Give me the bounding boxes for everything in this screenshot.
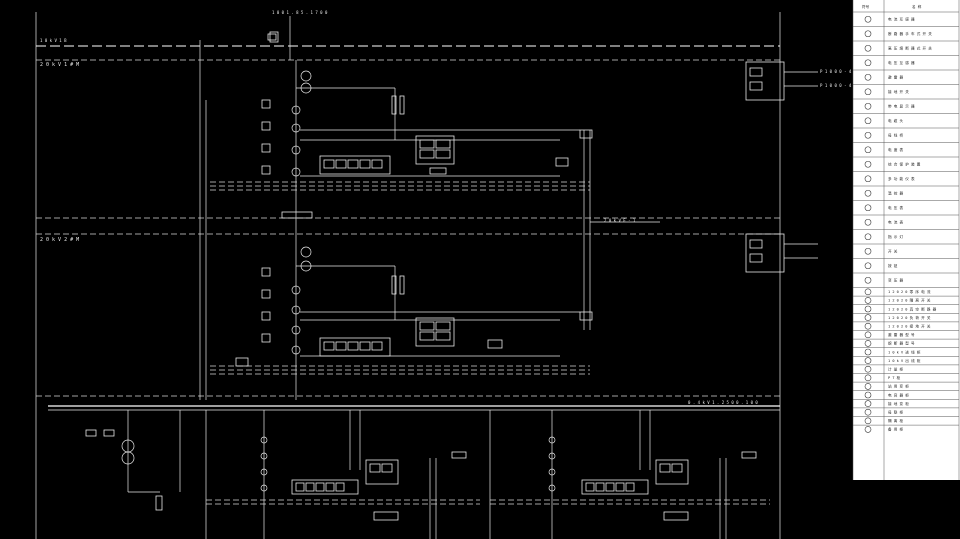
legend-background [853,0,960,480]
legend-row-label: 1 2 0 2 0 真 空 断 路 器 [888,306,937,311]
mid-tag-label: 2 0 k V E - 1 [604,218,636,223]
legend-symbol-icon [864,30,872,38]
legend-symbol-icon [864,348,872,356]
legend-row-label: 电 容 器 柜 [888,392,909,397]
legend-symbol-icon [864,59,872,67]
section-a-label: 2 0 k V 1 # M [40,62,79,68]
legend-row-label: 避 雷 器 型 号 [888,332,915,337]
legend-row-label: 1 2 0 2 0 负 荷 开 关 [888,315,931,320]
legend-symbol-icon [864,73,872,81]
legend-row-label: 1 2 0 2 0 接 地 开 关 [888,324,931,329]
legend-symbol-icon [864,218,872,226]
legend-row-label: 站 用 变 柜 [888,384,909,389]
lower-bus-label: 0 . 4 k V 1 . 2 5 0 0 . 1 0 0 [688,400,758,405]
legend-row-label: 按 钮 [888,263,898,268]
legend-row-label: 电 流 表 [888,220,904,225]
legend-row-label: 1 0 k V 进 线 柜 [888,349,921,354]
legend-symbol-icon [864,262,872,270]
legend-symbol-icon [864,204,872,212]
legend-header-symbol: 符号 [862,4,870,9]
legend-symbol-icon [864,88,872,96]
right-transformer-box-b [745,233,785,273]
bus-left-label: 1 0 k V 1 B [40,38,67,43]
legend-symbol-icon [864,400,872,407]
legend-symbol-icon [864,417,872,425]
legend-row-label: 电 流 互 感 器 [888,17,915,22]
legend-symbol-icon [864,322,872,330]
legend-header-name: 名 称 [912,4,922,9]
legend-row-label: 温 控 器 [888,191,904,196]
legend-row-label: 综 合 保 护 装 置 [888,162,921,167]
legend-symbol-icon [864,102,872,110]
legend-row-label: 母 线 桥 [888,133,904,138]
incoming-switch [269,31,279,43]
legend-rows: 电 流 互 感 器断 路 器 手 车 式 开 关高 压 熔 断 器 式 开 关电… [853,11,959,433]
legend-symbol-icon [864,408,872,416]
legend-symbol-icon [864,288,872,296]
legend-symbol-icon [864,146,872,154]
legend-symbol-icon [864,297,872,304]
right-box-b-inner [749,239,763,249]
legend-symbol-icon [864,233,872,241]
legend-row-label: 备 用 柜 [888,427,904,432]
legend-row-label: 指 示 灯 [888,234,904,239]
lower-feeder-group-1 [205,410,480,539]
legend-symbol-icon [864,44,872,52]
legend-symbol-icon [864,276,872,284]
legend-symbol-icon [864,305,872,313]
section-b-feeders [210,246,593,375]
title-top-label: 1 0 0 1 . 8 5 . 1 7 0 0 [272,10,328,15]
legend-symbol-icon [864,160,872,168]
legend-symbol-icon [864,117,872,125]
legend-row-label: 电 度 表 [888,147,904,152]
legend-row-label: 隔 离 柜 [888,418,904,423]
legend-row-label: 接 地 开 关 [888,89,909,94]
legend-symbol-icon [864,340,872,347]
legend-symbol-icon [864,426,872,433]
legend-symbol-icon [864,189,872,197]
legend-symbol-icon [864,247,872,255]
legend-symbol-icon [864,131,872,139]
right-transformer-box-a [745,61,785,101]
legend-row-label: 变 压 器 [888,278,904,283]
legend-row-label: 熔 断 器 型 号 [888,341,915,346]
legend-row-label: 带 电 显 示 器 [888,104,915,109]
legend-row-label: 电 压 表 [888,205,904,210]
right-box-a-inner [749,67,763,77]
legend-row-label: 电 压 互 感 器 [888,60,915,65]
right-box-a-inner2 [749,81,763,91]
legend-symbol-icon [864,15,872,23]
legend-symbol-icon [864,331,872,339]
legend-row-label: 多 功 能 仪 表 [888,176,915,181]
section-a-feeders [210,33,593,219]
legend-row-label: 母 联 柜 [888,410,904,415]
legend-symbol-icon [864,365,872,373]
lower-feeder-group-2 [489,410,770,539]
legend-row-label: 计 量 柜 [888,367,904,372]
legend-row-label: 1 2 0 2 0 零 序 电 流 [888,289,931,294]
section-b-label: 2 0 k V 2 # M [40,237,79,243]
legend-row-label: 1 2 0 2 0 隔 离 开 关 [888,298,931,303]
legend-row-label: 1 0 k V 出 线 柜 [888,358,921,363]
legend-row-label: P T 柜 [888,375,901,380]
legend-symbol-icon [864,175,872,183]
legend-row-label: 避 雷 器 [888,75,904,80]
right-top-label-2: P 1 0 0 0 - 4 [820,83,852,88]
legend-row-label: 接 地 变 柜 [888,401,909,406]
legend-row-label: 高 压 熔 断 器 式 开 关 [888,46,932,51]
legend-symbol-icon [864,314,872,321]
right-top-label: P 1 0 0 0 - 4 [820,69,852,74]
legend-symbol-icon [864,357,872,364]
lower-left-feeder [85,410,181,511]
legend-symbol-icon [864,374,872,382]
legend-row-label: 断 路 器 手 车 式 开 关 [888,31,932,36]
legend-row-label: 电 缆 头 [888,118,904,123]
right-box-b-inner2 [749,253,763,263]
legend-symbol-icon [864,391,872,399]
legend-symbol-icon [864,383,872,390]
legend-row-label: 开 关 [888,249,898,254]
